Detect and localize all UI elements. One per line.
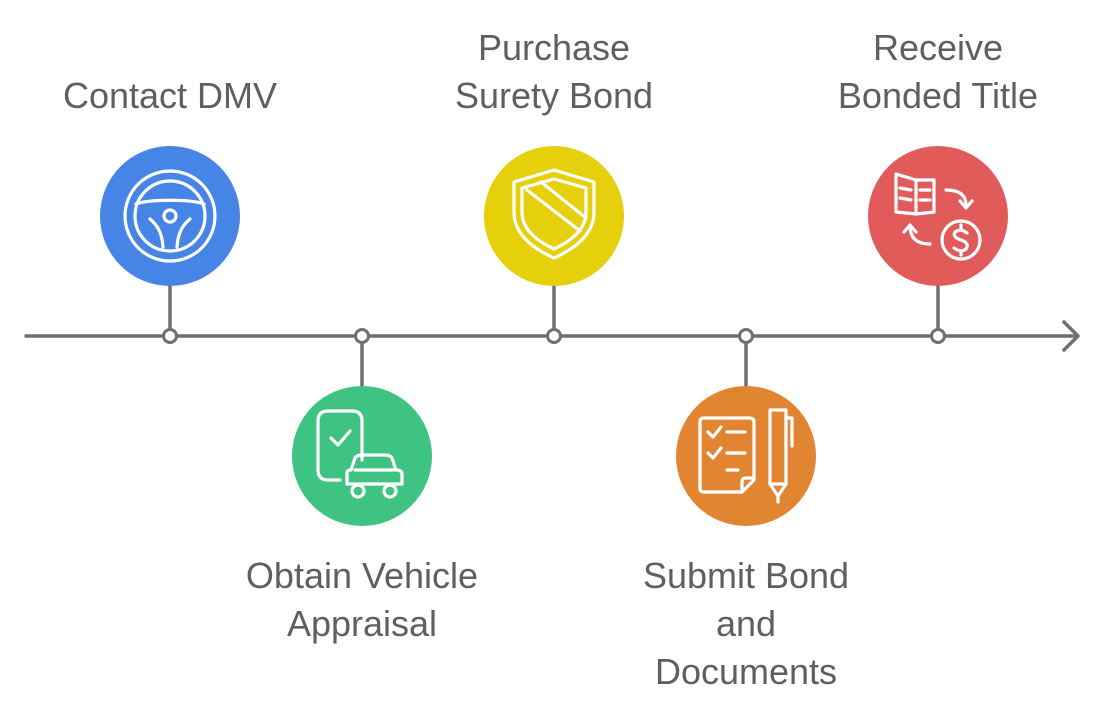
step-5-marker — [930, 328, 946, 344]
step-5-label: Receive Bonded Title — [818, 24, 1058, 120]
step-4-label-line: Documents — [654, 651, 838, 692]
step-1-label: Contact DMV — [55, 72, 285, 120]
step-4-label-line: and — [715, 603, 777, 644]
step-4-label-line: Submit Bond — [642, 555, 850, 596]
step-4-circle — [676, 386, 816, 526]
step-3-label-line: Purchase — [477, 27, 631, 68]
step-5-label-line: Receive — [872, 27, 1004, 68]
timeline-arrowhead — [1062, 320, 1080, 352]
step-3-label-line: Surety Bond — [454, 75, 654, 116]
shield-icon — [512, 168, 596, 260]
step-2-label-line: Obtain Vehicle — [245, 555, 479, 596]
step-3-node — [484, 146, 624, 286]
step-2-node — [292, 386, 432, 526]
step-5-circle — [868, 146, 1008, 286]
step-1-node — [100, 146, 240, 286]
steering-wheel-icon — [123, 169, 217, 263]
step-2-label-line: Appraisal — [286, 603, 438, 644]
step-5-node — [868, 146, 1008, 286]
step-5-label-line: Bonded Title — [837, 75, 1039, 116]
step-3-circle — [484, 146, 624, 286]
step-1-circle — [100, 146, 240, 286]
step-2-marker — [354, 328, 370, 344]
step-3-marker — [546, 328, 562, 344]
step-1-marker — [162, 328, 178, 344]
step-4-marker — [738, 328, 754, 344]
document-car-icon — [316, 409, 404, 499]
step-3-label: Purchase Surety Bond — [434, 24, 674, 120]
checklist-pen-icon — [698, 408, 794, 504]
step-2-label: Obtain Vehicle Appraisal — [222, 552, 502, 648]
step-1-label-line: Contact DMV — [62, 75, 278, 116]
step-4-node — [676, 386, 816, 526]
title-exchange-dollar-icon — [894, 172, 982, 261]
step-4-label: Submit Bond and Documents — [616, 552, 876, 696]
